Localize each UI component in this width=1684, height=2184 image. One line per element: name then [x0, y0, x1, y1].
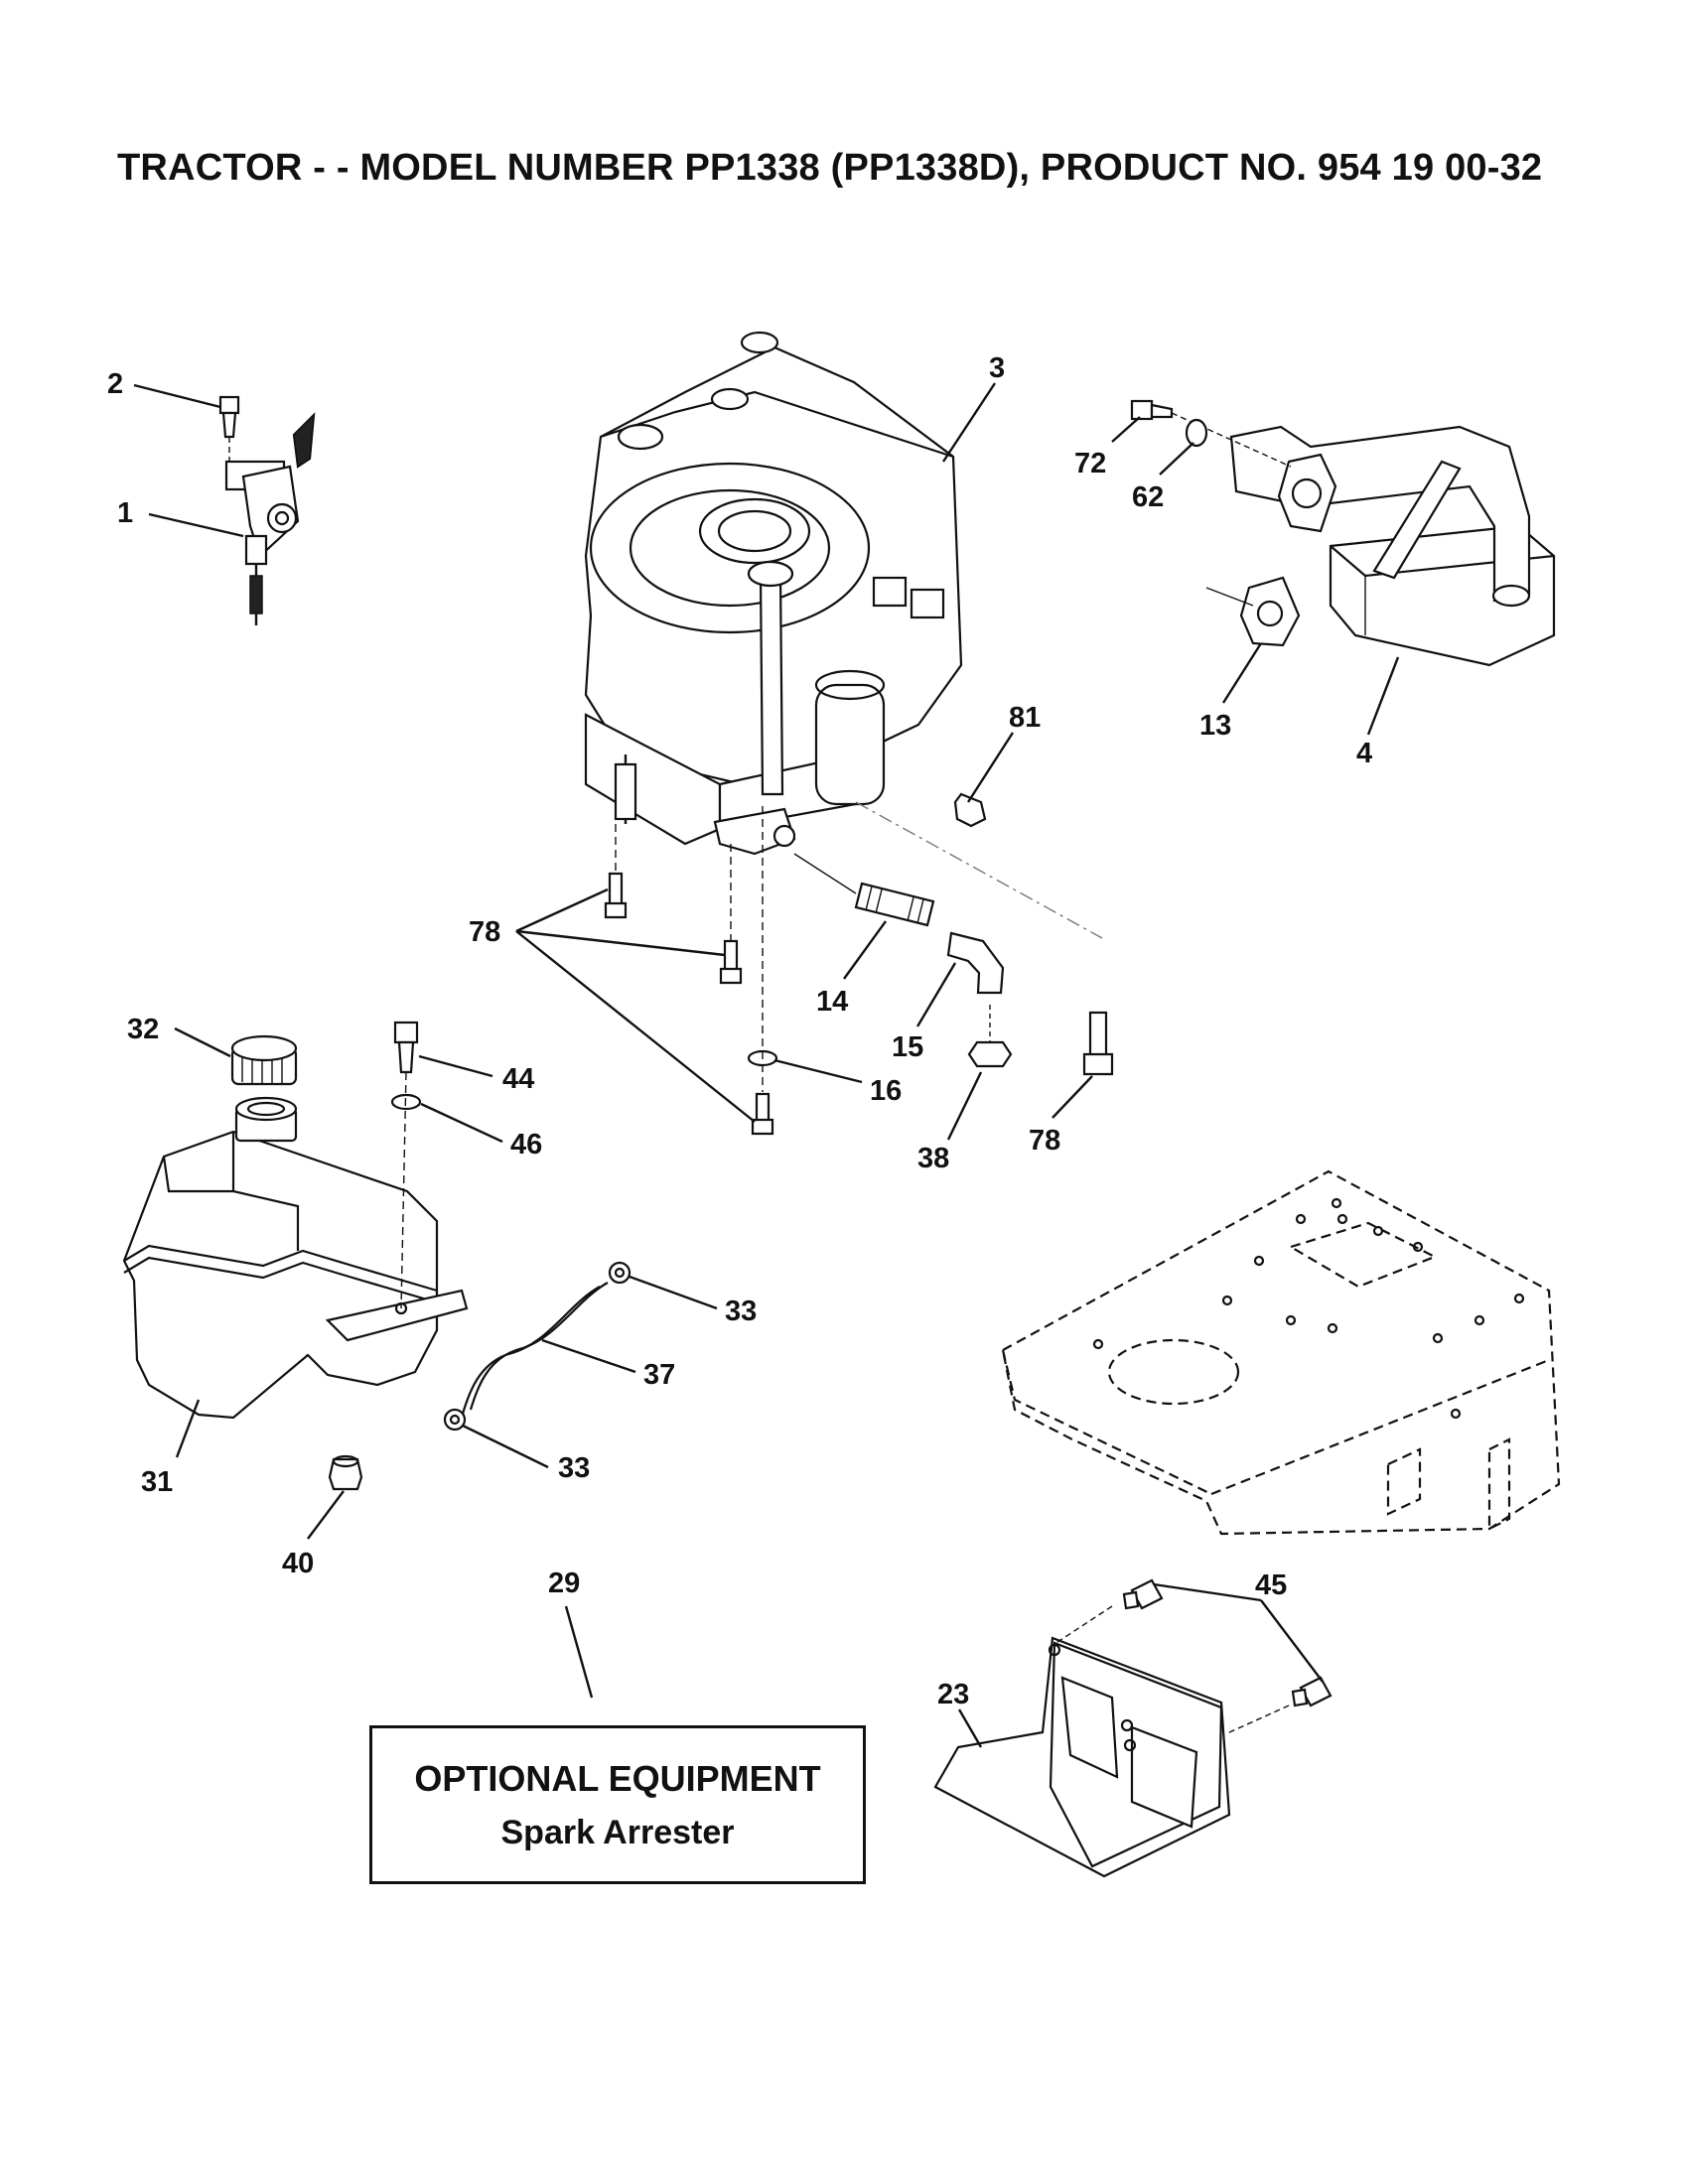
callout-33-top: 33: [725, 1296, 757, 1327]
fuel-tank-part: [122, 1021, 469, 1491]
page-title: TRACTOR - - MODEL NUMBER PP1338 (PP1338D…: [117, 147, 1543, 189]
callout-14: 14: [816, 986, 848, 1018]
callout-16: 16: [870, 1075, 902, 1107]
callout-29: 29: [548, 1568, 580, 1599]
callout-1: 1: [117, 497, 133, 529]
callout-40: 40: [282, 1548, 314, 1579]
muffler-part: [1130, 399, 1556, 667]
callout-4: 4: [1356, 738, 1372, 769]
engine-part: [584, 331, 963, 856]
callout-44: 44: [502, 1063, 534, 1095]
callout-32: 32: [127, 1014, 159, 1045]
spark-arrester-label: Spark Arrester: [500, 1813, 735, 1851]
leader-lines: [133, 382, 1400, 1748]
callout-13: 13: [1199, 710, 1231, 742]
optional-equipment-box: OPTIONAL EQUIPMENT Spark Arrester: [369, 1725, 866, 1884]
callout-78-right: 78: [1029, 1125, 1060, 1157]
callout-23: 23: [937, 1679, 969, 1710]
callout-37: 37: [643, 1359, 675, 1391]
frame-part: [1001, 1169, 1561, 1536]
callout-2: 2: [107, 368, 123, 400]
callout-81: 81: [1009, 702, 1041, 734]
fuel-line-part: [443, 1261, 632, 1432]
optional-equipment-heading: OPTIONAL EQUIPMENT: [414, 1757, 821, 1799]
callout-31: 31: [141, 1466, 173, 1498]
callout-62: 62: [1132, 481, 1164, 513]
callout-38: 38: [917, 1143, 949, 1174]
throttle-control-part: [218, 395, 316, 625]
callout-46: 46: [510, 1129, 542, 1160]
callout-15: 15: [892, 1031, 923, 1063]
callout-72: 72: [1074, 448, 1106, 479]
heat-shield-part: [933, 1578, 1333, 1878]
callout-3: 3: [989, 352, 1005, 384]
fittings-part: [604, 792, 1114, 1136]
callout-78-engine: 78: [469, 916, 500, 948]
callout-labels: 1 2 3 72 62 13 4 81 78 14 15 16 38 78 32…: [107, 352, 1372, 1710]
callout-33-bottom: 33: [558, 1452, 590, 1484]
callout-45: 45: [1255, 1570, 1287, 1601]
